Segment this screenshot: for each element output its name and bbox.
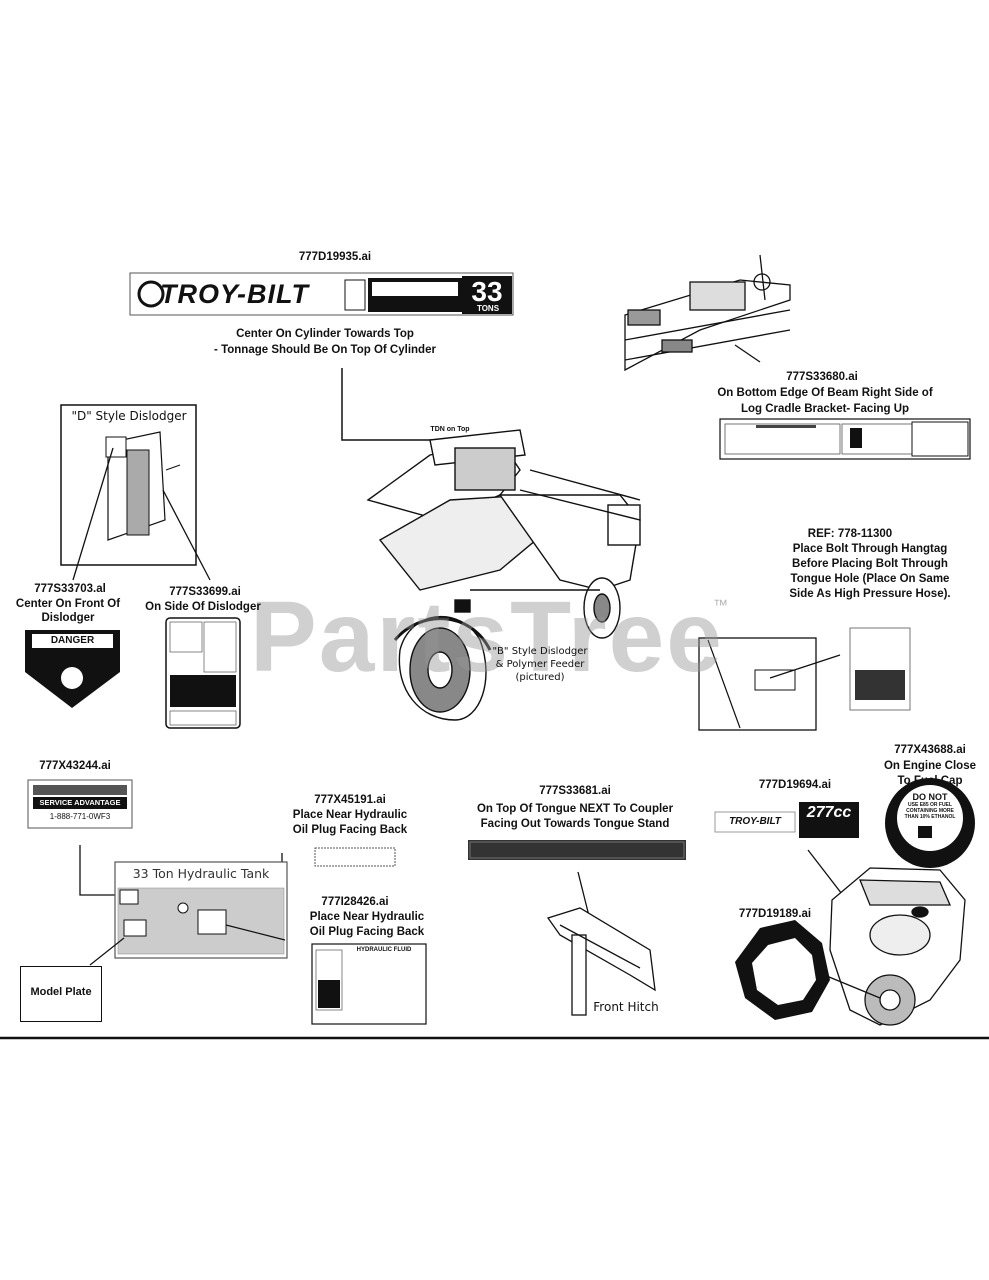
ref-note-line2: Before Placing Bolt Through [792,558,948,570]
service-advantage-text: SERVICE ADVANTAGE [39,798,121,807]
engine-cc-text: 277cc [806,804,852,821]
note-s33680-line2: Log Cradle Bracket- Facing Up [740,403,910,415]
d19189-decal [735,920,830,1020]
note-i28426-line1: Place Near Hydraulic [309,911,425,923]
note-x43688-line1: On Engine Close [883,760,976,772]
part-number-s33699: 777S33699.ai [169,586,241,598]
note-s33681-line1: On Top Of Tongue NEXT To Coupler [476,803,674,815]
b-style-line2: & Polymer Feeder [495,659,585,670]
note-s33680-line1: On Bottom Edge Of Beam Right Side of [717,387,933,399]
trademark-mark: ™ [713,597,728,614]
tank-title: 33 Ton Hydraulic Tank [132,866,270,881]
troybilt-277cc-decal [714,802,859,838]
part-number-d19694: 777D19694.ai [758,779,832,791]
part-number-d19935: 777D19935.ai [298,251,372,263]
part-number-s33703: 777S33703.al [34,583,106,595]
note-s33681-line2: Facing Out Towards Tongue Stand [480,818,670,830]
note-d19935-line2: - Tonnage Should Be On Top Of Cylinder [214,344,436,356]
model-plate-label: Model Plate [30,986,92,998]
note-s33699: On Side Of Dislodger [145,601,261,613]
note-s33703-line1: Center On Front Of [15,598,121,610]
part-number-x43244: 777X43244.ai [39,760,111,772]
tons-value: 33 [471,276,503,307]
s33681-decal [468,840,686,860]
beam-drawing [624,254,791,372]
service-phone-text: 1-888-771-0WF3 [49,812,111,821]
tdn-on-top: TDN on Top [430,426,470,433]
b-style-line3: (pictured) [515,672,565,683]
front-hitch-drawing [546,907,656,1016]
leader-line [341,368,425,441]
front-hitch-label: Front Hitch [593,1000,659,1014]
d-style-box [60,404,197,566]
ref-note-line4: Side As High Pressure Hose). [789,588,951,600]
hydraulic-tank-drawing [114,861,288,959]
note-x45191-line2: Oil Plug Facing Back [292,824,408,836]
ref-note-line3: Tongue Hole (Place On Same [790,573,950,585]
danger-text: DANGER [50,635,95,646]
d-style-title: "D" Style Dislodger [71,409,187,423]
note-d19935-line1: Center On Cylinder Towards Top [236,328,414,340]
troybilt-decal-top [129,272,514,316]
x45191-decal [314,847,396,867]
fuel-warning-line3: CONTAINING MORE [906,808,954,814]
fuel-warning-line1: DO NOT [912,792,948,802]
part-number-i28426: 777I28426.ai [321,896,389,908]
b-style-line1: "B" Style Dislodger [492,646,588,657]
note-x43688-line2: To Fuel Cap [897,775,963,787]
watermark: PartsTree [250,581,724,693]
part-number-d19189: 777D19189.ai [738,908,812,920]
note-i28426-line2: Oil Plug Facing Back [309,926,425,938]
model-plate-box: Model Plate [20,966,102,1022]
part-number-s33680: 777S33680.ai [786,371,858,383]
note-s33703-line2: Dislodger [41,612,95,624]
part-number-s33681: 777S33681.ai [539,785,611,797]
part-number-x43688: 777X43688.ai [894,744,966,756]
note-x45191-line1: Place Near Hydraulic [292,809,408,821]
fuel-warning-line4: THAN 10% ETHANOL [904,814,956,820]
ref-part-number: REF: 778-11300 [807,528,893,540]
troybilt-small-text: TROY-BILT [729,816,781,827]
fuel-warning-line2: USE E85 OR FUEL [908,802,952,808]
part-number-x45191: 777X45191.ai [314,794,386,806]
x43244-decal [27,779,133,829]
ref-note-line1: Place Bolt Through Hangtag [792,543,948,555]
hydraulic-fluid-text: HYDRAULIC FLUID [356,947,412,953]
hangtag-inset [698,627,911,731]
log-splitter-drawing [366,429,641,721]
fuel-warning-decal [885,778,975,868]
i28426-decal [311,943,427,1025]
danger-decal [25,630,120,708]
tons-unit: TONS [476,304,500,313]
s33699-decal [165,617,241,729]
engine-drawing [829,867,966,1026]
s33680-decal [719,418,971,460]
brand-troybilt: TROY-BILT [160,279,309,309]
